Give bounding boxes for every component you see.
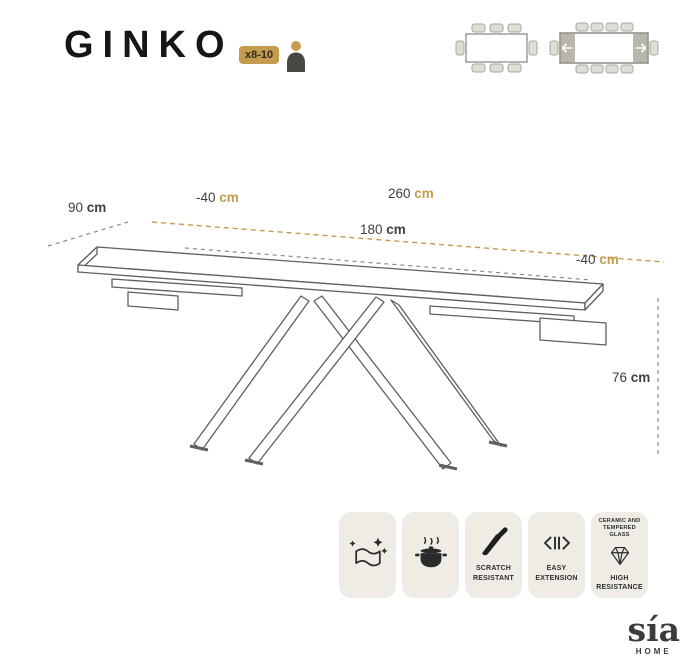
brand-logo: sía HOME <box>628 613 681 656</box>
leaf-bracket-right <box>539 317 607 346</box>
dimension-height: 76 cm <box>612 370 650 385</box>
table-leg <box>248 296 385 465</box>
dimension-value: 260 <box>388 186 411 201</box>
dimension-main-length: 180 cm <box>360 222 406 237</box>
brand-subtitle: HOME <box>635 647 672 656</box>
feature-tile-easy-clean <box>339 512 396 598</box>
table-leg <box>390 299 502 447</box>
dimension-depth: 90 cm <box>68 200 106 215</box>
feature-tiles: SCRATCH RESISTANT EASY EXTENSION CERAMIC… <box>339 512 648 598</box>
extension-arrows <box>561 43 647 53</box>
knife-icon <box>481 527 508 556</box>
capacity-badge: x8-10 <box>239 46 280 64</box>
table-sketch <box>77 246 607 471</box>
tabletop-left-edge <box>77 246 98 273</box>
extension-arrows-icon <box>543 536 570 550</box>
dimension-value: -40 <box>196 190 216 205</box>
feature-top-label: CERAMIC AND TEMPERED GLASS <box>598 517 641 539</box>
dimension-value: 90 <box>68 200 84 215</box>
dimension-unit: cm <box>386 222 406 237</box>
feature-label: HIGH RESISTANCE <box>596 575 643 592</box>
page-title: GINKO <box>64 24 234 66</box>
seating-diagram-8 <box>455 23 538 73</box>
dimension-unit: cm <box>599 252 619 267</box>
diamond-icon <box>610 547 629 566</box>
dimension-total-length: 260 cm <box>388 186 434 201</box>
feature-label: SCRATCH RESISTANT <box>473 565 514 582</box>
gray-dimension-lines <box>47 221 659 458</box>
cleaning-cloth-icon <box>348 537 387 567</box>
dimension-extension-right: -40 cm <box>576 252 619 267</box>
tabletop-front-edge <box>77 264 586 311</box>
feature-tile-scratch-resistant: SCRATCH RESISTANT <box>465 512 522 598</box>
dimension-value: 76 <box>612 370 628 385</box>
leaf-bracket-left <box>127 291 179 311</box>
tabletop-surface <box>77 246 604 304</box>
feature-tile-easy-extension: EASY EXTENSION <box>528 512 585 598</box>
dimension-extension-left: -40 cm <box>196 190 239 205</box>
dimension-value: 180 <box>360 222 383 237</box>
stored-leaf-right <box>429 305 575 325</box>
tabletop-right-edge <box>584 283 604 311</box>
feature-tile-high-resistance: CERAMIC AND TEMPERED GLASS HIGH RESISTAN… <box>591 512 648 598</box>
dimension-unit: cm <box>86 200 107 215</box>
seating-diagram-10-extended <box>549 22 659 74</box>
table-leg <box>313 295 452 470</box>
feature-tile-heat-resistant <box>402 512 459 598</box>
feature-label: EASY EXTENSION <box>535 565 578 582</box>
stored-leaf-left <box>111 278 243 297</box>
person-icon <box>287 41 306 72</box>
brand-name: sía <box>627 610 681 649</box>
capacity-group: x8-10 <box>239 40 308 72</box>
dimension-unit: cm <box>219 190 239 205</box>
heat-resistant-pot-icon <box>414 537 447 568</box>
dimension-value: -40 <box>576 252 596 267</box>
dimension-unit: cm <box>414 186 434 201</box>
table-leg <box>193 295 310 451</box>
dimension-unit: cm <box>630 370 651 385</box>
